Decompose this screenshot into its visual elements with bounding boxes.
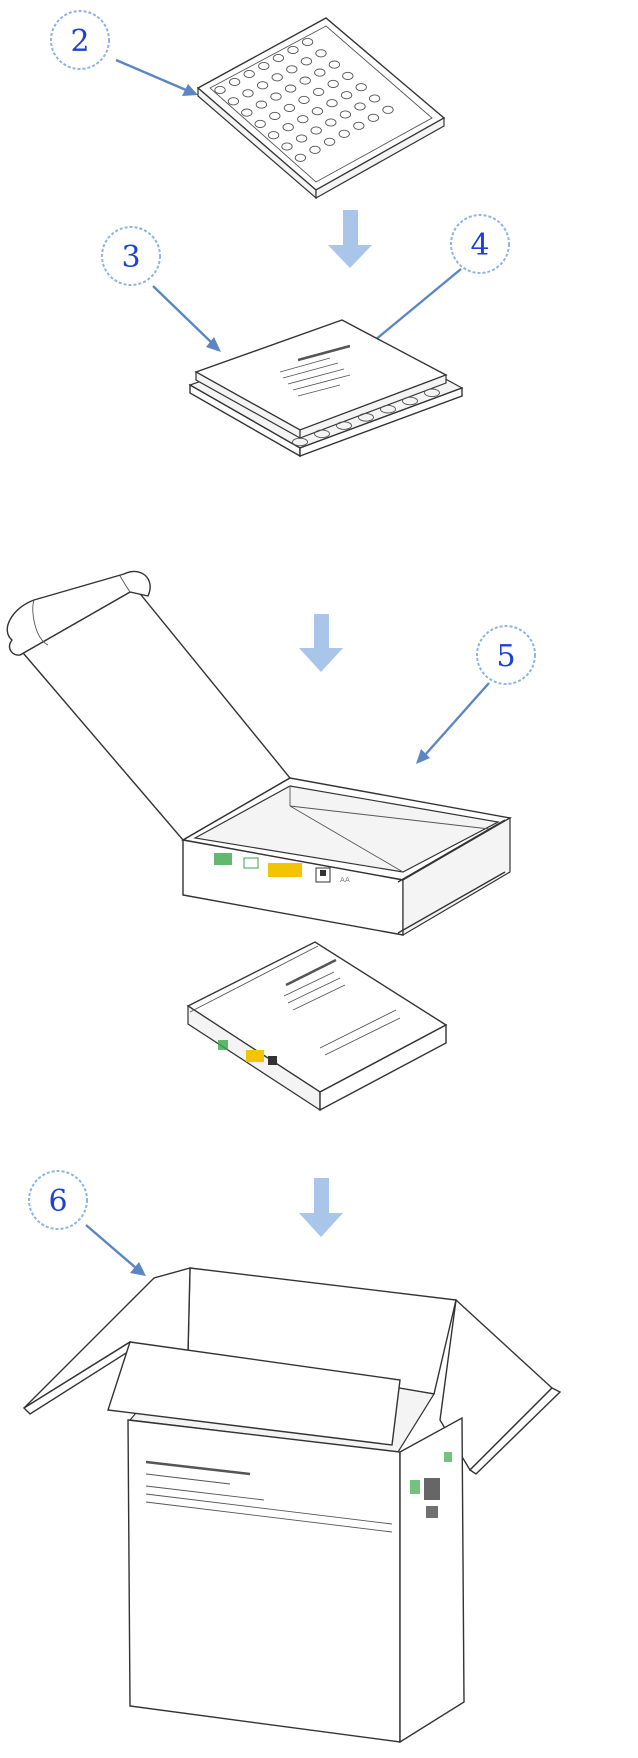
callout-5: 5 [477,626,535,684]
carton-open-icon [24,1268,560,1742]
callout-3-pointer-arrow [153,286,221,352]
callout-2: 2 [51,11,109,69]
callout-6: 6 [29,1171,87,1229]
callout-3: 3 [102,227,160,285]
mailer-box-open-icon: AA [7,571,510,935]
mailer-box-closed-icon [188,942,446,1110]
svg-text:AA: AA [340,876,350,884]
callout-2-pointer-arrow [116,60,198,96]
callout-4: 4 [451,215,509,273]
callout-5-label: 5 [496,639,515,674]
step-down-arrow-icon [328,210,372,268]
callout-6-pointer-arrow [86,1225,146,1276]
callout-6-label: 6 [48,1184,67,1219]
callout-5-pointer-arrow [416,683,489,764]
step-down-arrow-icon [299,1178,343,1237]
step-down-arrow-icon [299,614,343,672]
lidded-tray-icon [190,320,462,456]
callout-4-label: 4 [470,228,489,263]
callout-2-label: 2 [70,24,89,59]
callout-3-label: 3 [121,240,140,275]
tray-icon [198,18,444,198]
